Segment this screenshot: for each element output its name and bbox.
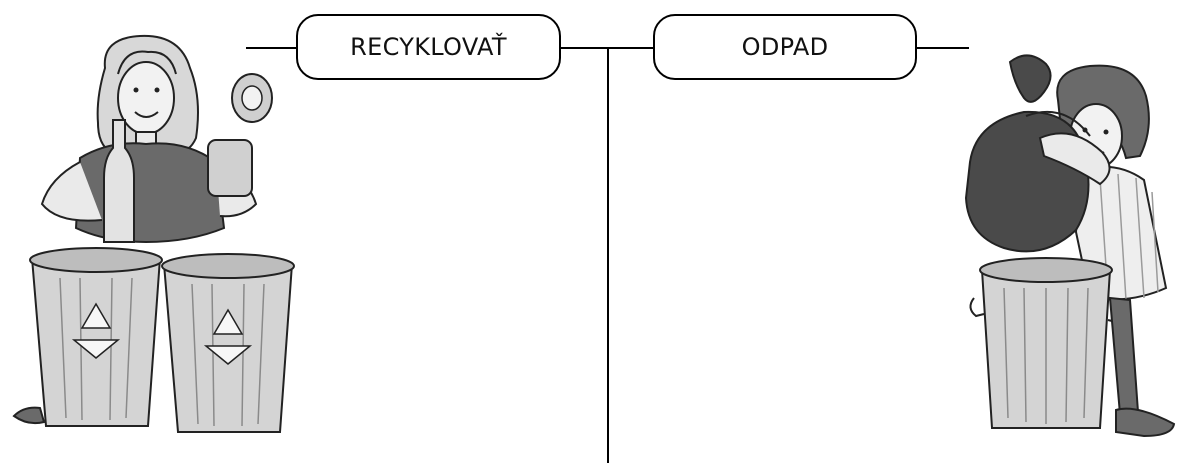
- left-header-connector: [246, 47, 296, 49]
- recycle-header-label: RECYKLOVAŤ: [350, 33, 507, 61]
- recycle-bin-icon: [29, 247, 163, 427]
- waste-header-label: ODPAD: [741, 33, 829, 61]
- trash-bin-icon: [969, 257, 1124, 429]
- recycle-column-header: RECYKLOVAŤ: [296, 14, 561, 80]
- waste-column-header: ODPAD: [653, 14, 917, 80]
- column-divider: [607, 47, 609, 463]
- recycle-bin-icon: [161, 253, 295, 433]
- right-header-connector: [917, 47, 969, 49]
- recycling-person-icon: [10, 28, 302, 448]
- trash-person-icon: [940, 52, 1190, 452]
